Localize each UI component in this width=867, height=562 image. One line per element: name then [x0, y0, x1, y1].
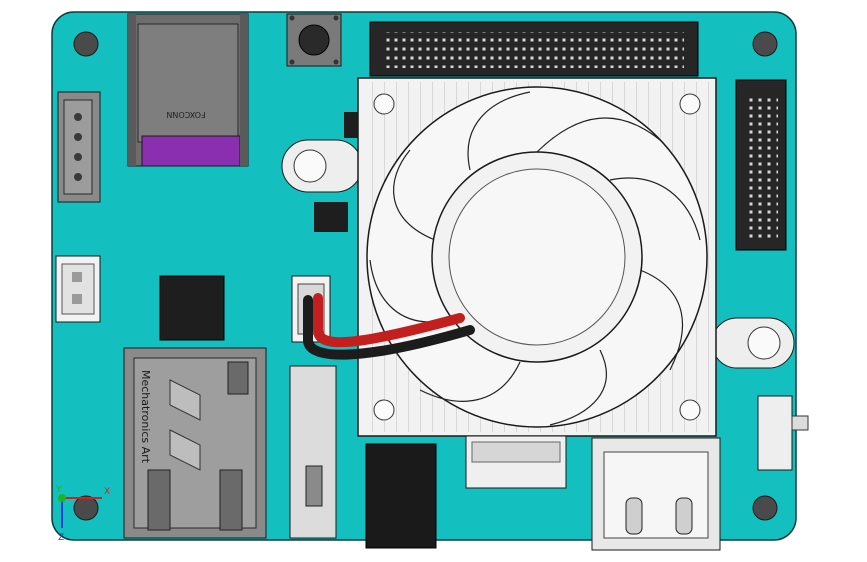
- slide-switch[interactable]: [289, 365, 337, 539]
- fan-wires: [303, 293, 475, 360]
- jst-connector-left: [55, 255, 101, 323]
- sd-card-slot: FOXCONN: [127, 13, 249, 167]
- usb-vertical-text: Mechatronics Art: [139, 370, 152, 464]
- usb-a-port-icon[interactable]: Mechatronics Art: [123, 347, 267, 539]
- usb-c-port-icon[interactable]: [591, 437, 721, 551]
- ffc-connector: [465, 435, 567, 489]
- standoff-ear-right: [711, 317, 795, 369]
- gpio-header-top: [369, 21, 699, 77]
- small-component: [314, 202, 348, 232]
- power-jack: [365, 443, 437, 549]
- axis-label-z: Z: [58, 533, 64, 543]
- fan-icon: [357, 77, 717, 437]
- mounting-hole-icon: [73, 31, 778, 521]
- axis-label-y: Y: [55, 485, 62, 495]
- axis-label-x: X: [104, 487, 110, 497]
- sd-card-brand: FOXCONN: [166, 110, 205, 119]
- small-component: [344, 112, 360, 138]
- standoff-ear-left: [281, 139, 363, 193]
- gpio-header-right: [735, 79, 787, 251]
- tactile-button[interactable]: [286, 13, 342, 67]
- axis-triad-icon: X Y Z: [55, 485, 110, 543]
- side-connector-4pin: [57, 91, 101, 203]
- ic-chip: [159, 275, 225, 341]
- side-micro-switch[interactable]: [757, 395, 809, 471]
